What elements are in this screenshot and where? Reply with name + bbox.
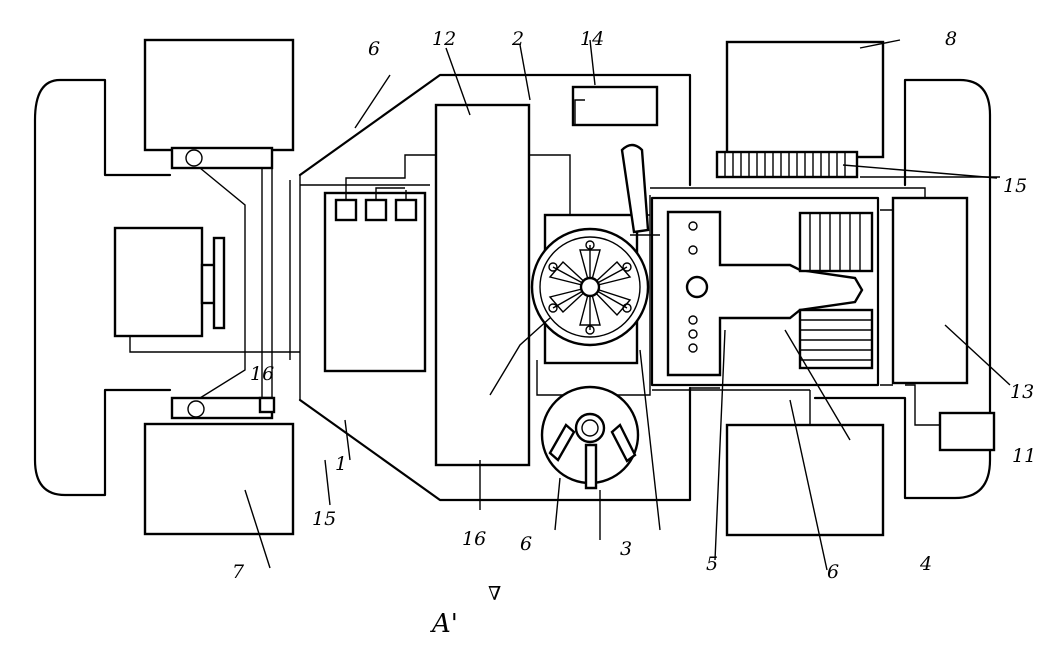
label-6-bottom: 6	[520, 533, 532, 555]
module-11	[940, 413, 994, 450]
cooling-fins	[717, 152, 857, 177]
relay-3	[396, 200, 416, 220]
gear-upper	[800, 213, 872, 271]
wheel-front-upper	[145, 40, 293, 150]
label-6-right: 6	[827, 561, 839, 583]
steering-box	[115, 228, 202, 336]
label-5: 5	[706, 553, 718, 575]
label-6-top: 6	[368, 38, 380, 60]
label-2: 2	[511, 28, 524, 50]
label-11: 11	[1012, 445, 1036, 467]
label-16-left: 16	[250, 363, 274, 385]
label-14: 14	[580, 28, 604, 50]
label-15-left: 15	[312, 508, 336, 530]
label-7: 7	[232, 561, 245, 583]
knuckle-lower	[172, 398, 272, 418]
knuckle-clip-lower	[260, 398, 274, 412]
label-16: 16	[462, 528, 486, 550]
label-1: 1	[335, 453, 347, 475]
relay-1	[336, 200, 356, 220]
relay-2	[366, 200, 386, 220]
rear-controller	[893, 198, 967, 383]
motor-hub	[581, 278, 599, 296]
label-12: 12	[432, 28, 456, 50]
label-13: 13	[1010, 381, 1034, 403]
battery-pack	[436, 105, 529, 465]
shaft-hole-3	[687, 277, 707, 297]
figure-caption-mark: ∇	[488, 583, 501, 605]
wheel-front-lower	[145, 424, 293, 534]
wheel-rear-upper	[727, 42, 883, 157]
figure-caption: A'	[430, 609, 458, 639]
label-8: 8	[945, 28, 957, 50]
label-3: 3	[620, 538, 632, 560]
bracket-14	[573, 87, 657, 125]
steering-wheel-edge	[214, 238, 224, 328]
wheel-rear-lower	[727, 425, 883, 535]
label-15-right: 15	[1003, 175, 1027, 197]
knuckle-upper	[172, 148, 272, 168]
brake-drum-center	[576, 414, 604, 442]
label-4: 4	[919, 553, 932, 575]
